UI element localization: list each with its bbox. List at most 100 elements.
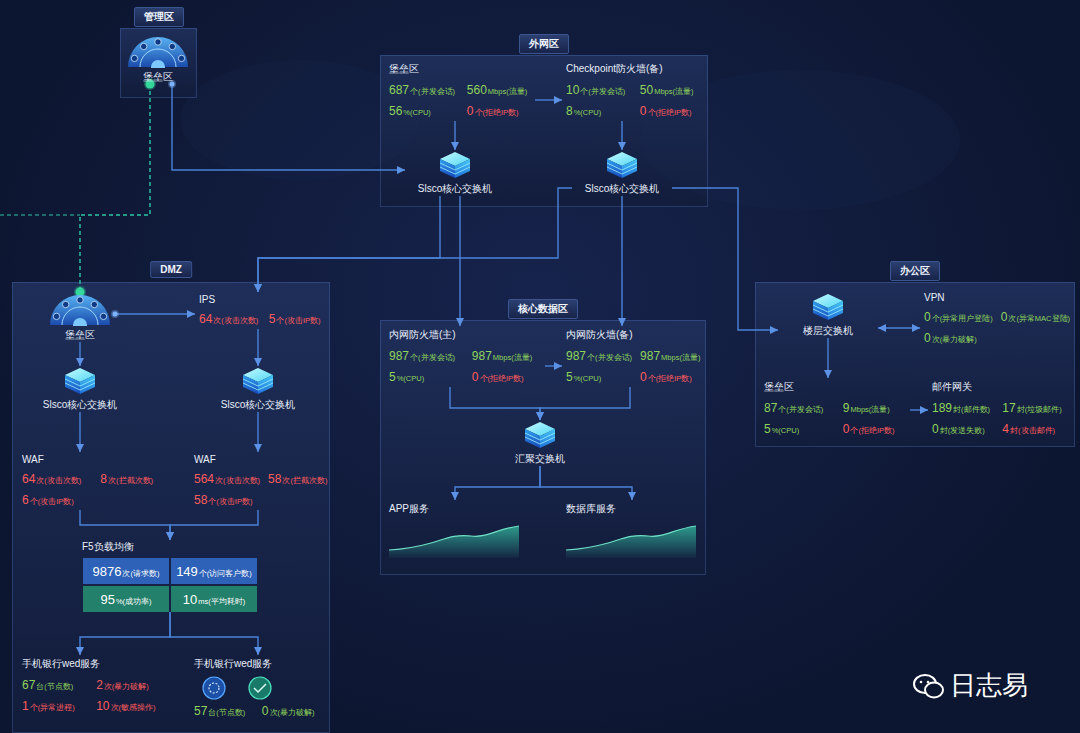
region-heading: 办公区 (900, 265, 930, 276)
metric-box: 内网防火墙(主)987个(并发会话)987Mbps(流量)5%(CPU)0个(拒… (385, 326, 545, 387)
metric-item: 8次(拦截次数) (100, 469, 164, 487)
region-fill (12, 282, 330, 733)
metric-value: 87 (764, 401, 777, 415)
metric-value: 687 (389, 83, 409, 97)
metric-item: 57台(节点数) (194, 701, 254, 719)
metric-unit: 个(访问客户数) (199, 569, 252, 578)
metric-grid: 57台(节点数)0次(暴力破解) (194, 701, 323, 719)
switch-icon (811, 292, 845, 322)
metric-item: 67台(节点数) (22, 675, 88, 693)
metric-value: 0 (924, 331, 931, 345)
region-tab: 管理区 (134, 7, 184, 27)
metric-title: 内网防火墙(备) (566, 328, 700, 342)
metric-item: 987Mbps(流量) (640, 346, 700, 364)
area-chart (566, 520, 696, 558)
metric-item: 0次(异常MAC登陆) (1001, 307, 1070, 325)
region-heading: DMZ (160, 264, 182, 275)
metric-unit: 个(并发会话) (410, 87, 455, 96)
metric-grid: 987个(并发会话)987Mbps(流量)5%(CPU)0个(拒绝IP数) (389, 346, 541, 385)
node-label: Slsco核心交换机 (572, 182, 672, 196)
metric-value: 0 (640, 370, 647, 384)
metric-item: 0个(拒绝IP数) (467, 101, 531, 119)
flow-arrow (672, 188, 778, 330)
service-icons (194, 675, 280, 701)
metric-value: 4 (1002, 422, 1009, 436)
metric-item: 0个(拒绝IP数) (843, 419, 906, 437)
flow-arrow (454, 121, 455, 150)
metric-item: 58次(拦截次数) (268, 469, 327, 487)
metric-grid: 10个(并发会话)50Mbps(流量)8%(CPU)0个(拒绝IP数) (566, 80, 700, 119)
region-panel: 外网区堡垒区687个(并发会话)560Mbps(流量)56%(CPU)0个(拒绝… (380, 55, 708, 207)
metric-unit: 次(拦截次数) (282, 476, 327, 485)
metric-item: 0封(发送失败) (932, 419, 994, 437)
region-tab: 核心数据区 (508, 299, 578, 319)
switch-node: Slsco核心交换机 (30, 366, 130, 412)
metric-item: 2次(暴力破解) (96, 675, 169, 693)
dashed-link (0, 214, 80, 215)
metric-title: 堡垒区 (764, 380, 906, 394)
node-label: Slsco核心交换机 (30, 398, 130, 412)
flow-arrow (459, 196, 460, 326)
metric-unit: 次(攻击次数) (36, 476, 81, 485)
region-fill (120, 28, 197, 98)
metric-title: 手机银行wed服务 (22, 657, 169, 671)
region-panel: DMZ堡垒区IPS64次(攻击次数)5个(攻击IP数)Slsco核心交换机Sls… (12, 282, 330, 733)
region-panel: 管理区堡垒区 (120, 28, 197, 98)
metric-value: 149 (176, 564, 198, 579)
metric-title: 堡垒区 (389, 62, 531, 76)
metric-cell: 95%(成功率) (83, 586, 169, 612)
metric-unit: 次(拦截次数) (108, 476, 153, 485)
metric-box: VPN0个(异常用户登陆)0次(异常MAC登陆)0次(暴力破解) (920, 290, 1074, 348)
switch-node: Slsco核心交换机 (405, 150, 505, 196)
metric-item: 1个(异常进程) (22, 696, 88, 714)
metric-box: 邮件网关189封(邮件数)17封(垃圾邮件)0封(发送失败)4封(攻击邮件) (928, 378, 1070, 439)
metric-value: 57 (194, 704, 207, 718)
map-shade (180, 60, 420, 180)
bastion-node: 堡垒区 (126, 34, 190, 84)
map-shade (640, 70, 960, 210)
metric-item: 0个(拒绝IP数) (640, 367, 700, 385)
metric-grid: 189封(邮件数)17封(垃圾邮件)0封(发送失败)4封(攻击邮件) (932, 398, 1066, 437)
switch-icon (63, 366, 97, 396)
metric-unit: 封(攻击邮件) (1010, 426, 1055, 435)
metric-unit: 个(并发会话) (410, 353, 455, 362)
metric-value: 5 (764, 422, 771, 436)
metric-box: 堡垒区687个(并发会话)560Mbps(流量)56%(CPU)0个(拒绝IP数… (385, 60, 535, 121)
metric-item: 987个(并发会话) (566, 346, 632, 364)
node-label: Slsco核心交换机 (208, 398, 308, 412)
metric-cell: 9876次(请求数) (83, 558, 169, 584)
metric-item: 87个(并发会话) (764, 398, 835, 416)
metric-value: 0 (924, 310, 931, 324)
metric-grid: 564次(攻击次数)58次(拦截次数)58个(攻击IP数) (194, 469, 327, 508)
metric-value: 0 (262, 704, 269, 718)
flow-arrow (170, 510, 258, 540)
metric-unit: 次(请求数) (122, 569, 159, 578)
metric-unit: 个(并发会话) (587, 353, 632, 362)
metric-value: 987 (566, 349, 586, 363)
metric-unit: 台(节点数) (208, 708, 245, 717)
metric-grid: 0个(异常用户登陆)0次(异常MAC登陆)0次(暴力破解) (924, 307, 1070, 346)
metric-value: 10 (566, 83, 579, 97)
metric-title: 手机银行wed服务 (194, 657, 323, 671)
metric-unit: 次(攻击次数) (215, 476, 260, 485)
metric-item: 5%(CPU) (389, 367, 464, 385)
node-label: Slsco核心交换机 (405, 182, 505, 196)
metric-value: 64 (199, 312, 212, 326)
region-fill (380, 320, 706, 575)
metric-unit: 个(攻击IP数) (276, 316, 320, 325)
metric-grid: 987个(并发会话)987Mbps(流量)5%(CPU)0个(拒绝IP数) (566, 346, 700, 385)
area-chart (389, 520, 519, 558)
metric-unit: %(成功率) (116, 597, 152, 606)
metric-item: 9Mbps(流量) (843, 398, 906, 416)
flow-arrow (450, 387, 540, 420)
metric-unit: 个(攻击IP数) (30, 497, 74, 506)
metric-value: 0 (467, 104, 474, 118)
metric-unit: Mbps(流量) (488, 87, 527, 96)
metric-item: 64次(攻击次数) (199, 309, 261, 327)
flow-arrow (535, 99, 562, 100)
metric-grid: 67台(节点数)2次(暴力破解)1个(异常进程)10次(敏感操作) (22, 675, 169, 714)
metric-unit: Mbps(流量) (493, 353, 532, 362)
watermark-text: 日志易 (950, 670, 1028, 700)
metric-item: 0个(拒绝IP数) (640, 101, 700, 119)
